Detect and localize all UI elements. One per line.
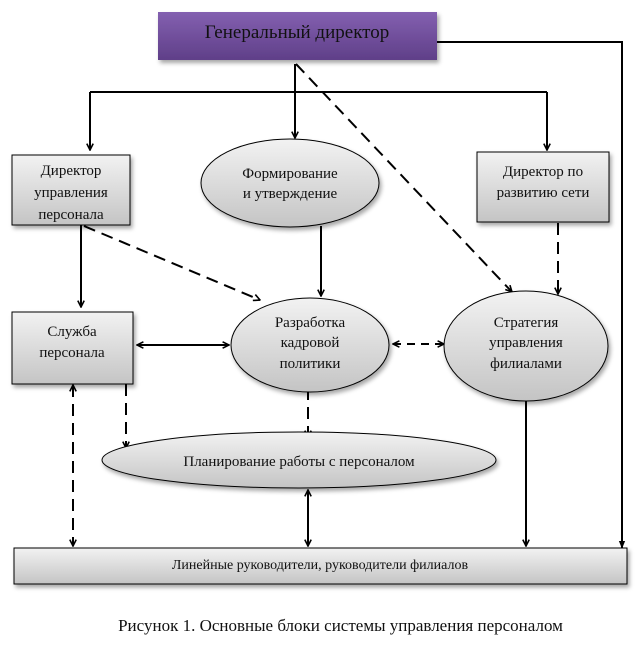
node-general-director-label: Генеральный директор	[205, 22, 389, 43]
node-line-managers: Линейные руководители, руководители фили…	[13, 547, 628, 585]
node-hr-director-label-1: Директор	[41, 163, 102, 179]
figure-caption: Рисунок 1. Основные блоки системы управл…	[118, 616, 563, 635]
node-hr-service-label-2: персонала	[39, 345, 105, 361]
node-hr-director-label-2: управления	[34, 185, 108, 201]
edge-gd-to-line-managers	[437, 41, 626, 549]
node-hr-planning: Планирование работы с персоналом	[101, 431, 497, 489]
node-hr-policy-label-3: политики	[280, 356, 341, 372]
node-hr-service-label-1: Служба	[47, 324, 97, 340]
node-hr-policy-label-1: Разработка	[275, 315, 346, 331]
node-hr-policy-label-2: кадровой	[281, 335, 340, 351]
edge-gd-to-branch-strategy	[295, 63, 512, 292]
node-hr-policy: Разработка кадровой политики	[230, 297, 390, 393]
node-formation: Формирование и утверждение	[200, 138, 380, 228]
node-network-director-label-1: Директор по	[503, 164, 583, 180]
node-line-managers-label: Линейные руководители, руководители фили…	[172, 558, 469, 573]
node-hr-service: Служба персонала	[11, 311, 134, 385]
node-network-director-label-2: развитию сети	[497, 185, 590, 201]
node-general-director: Генеральный директор	[158, 12, 437, 60]
node-hr-planning-label: Планирование работы с персоналом	[183, 454, 415, 470]
node-branch-strategy-label-2: управления	[489, 335, 563, 351]
edge-hr-director-to-hr-policy	[83, 225, 260, 300]
node-formation-label-1: Формирование	[242, 166, 338, 182]
node-branch-strategy: Стратегия управления филиалами	[443, 290, 609, 402]
node-hr-director: Директор управления персонала	[11, 154, 131, 226]
node-network-director: Директор по развитию сети	[476, 151, 610, 223]
node-branch-strategy-label-1: Стратегия	[494, 315, 559, 331]
node-branch-strategy-label-3: филиалами	[490, 356, 562, 372]
node-hr-director-label-3: персонала	[38, 207, 104, 223]
connectors	[73, 41, 626, 549]
node-formation-label-2: и утверждение	[243, 186, 338, 202]
